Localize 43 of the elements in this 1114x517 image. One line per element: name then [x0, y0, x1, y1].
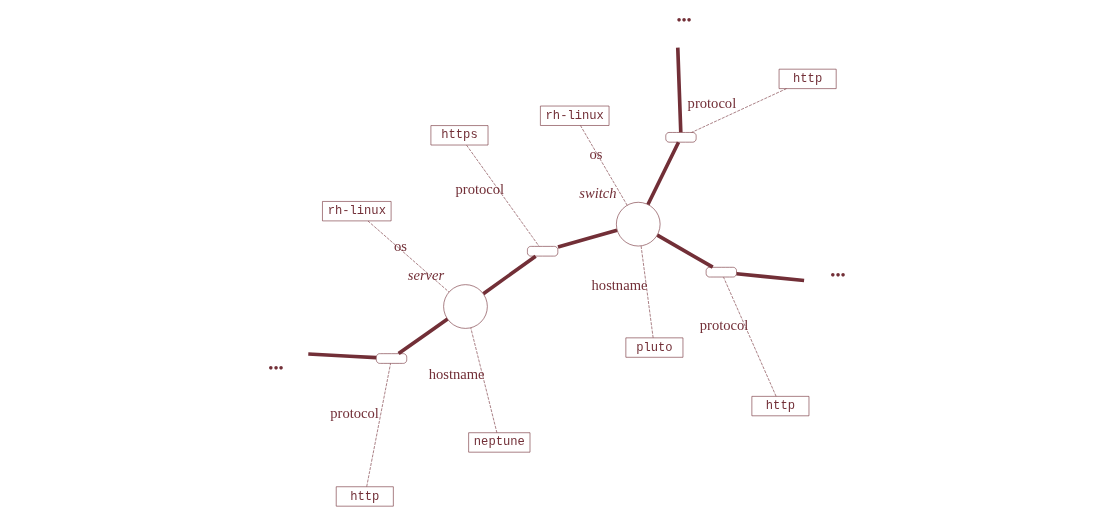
connector: [691, 88, 787, 133]
node-box: [527, 246, 559, 257]
edge-label: protocol: [330, 405, 379, 422]
edge-label: hostname: [428, 366, 485, 383]
node-label: switch: [579, 184, 617, 201]
node-box: https: [430, 125, 489, 146]
node-box: pluto: [625, 337, 684, 358]
edge-label: protocol: [699, 317, 749, 334]
connector: [308, 352, 377, 360]
node-box: rh-linux: [322, 201, 392, 222]
node-box: http: [778, 68, 837, 89]
node-box: [376, 353, 408, 364]
connector: [723, 276, 777, 397]
node-box: http: [751, 396, 810, 417]
node-circle: [443, 284, 488, 329]
edge-label: protocol: [455, 180, 505, 197]
connector: [736, 271, 805, 283]
label: •••: [268, 360, 284, 377]
label: •••: [676, 11, 692, 28]
connector: [675, 47, 683, 133]
label: •••: [830, 266, 846, 283]
connector: [397, 317, 449, 356]
connector: [646, 141, 681, 206]
node-box: http: [335, 486, 394, 507]
connector: [367, 220, 450, 293]
node-box: [665, 132, 697, 143]
node-box: rh-linux: [540, 105, 610, 126]
connector: [470, 327, 498, 433]
connector: [366, 363, 391, 487]
connector: [640, 245, 654, 338]
connector: [656, 233, 714, 269]
edge-label: hostname: [591, 277, 648, 294]
connector: [580, 125, 628, 206]
node-box: [705, 267, 737, 278]
node-label: server: [407, 266, 445, 283]
node-circle: [616, 202, 661, 247]
connector: [482, 254, 537, 296]
edge-label: os: [589, 146, 603, 163]
edge-label: protocol: [687, 94, 737, 111]
edge-label: os: [394, 238, 408, 255]
connector: [466, 144, 540, 247]
connector: [557, 228, 618, 249]
node-box: neptune: [468, 432, 531, 453]
